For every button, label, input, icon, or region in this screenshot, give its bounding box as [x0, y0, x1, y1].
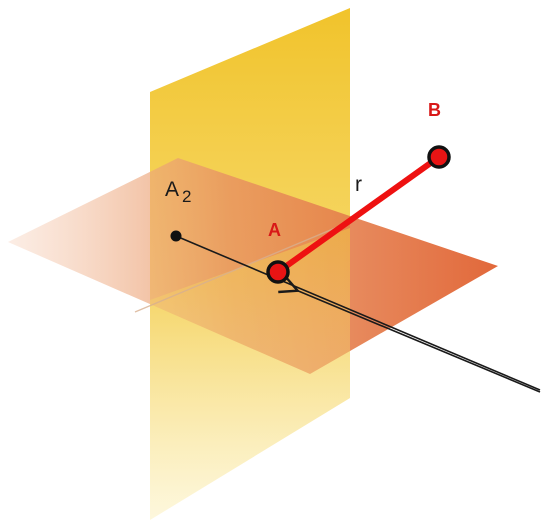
vertical-plane-front	[150, 228, 350, 520]
point-b-dot	[427, 145, 451, 169]
segment-r	[275, 154, 442, 275]
label-a: A	[268, 220, 281, 240]
point-a2-dot	[170, 230, 182, 242]
projection-ray	[175, 235, 541, 391]
label-a2-subscript: 2	[182, 187, 191, 206]
label-a2-letter: A	[165, 178, 179, 201]
label-b: B	[428, 100, 441, 120]
plane-intersection-line	[134, 225, 341, 313]
label-r: r	[355, 173, 362, 196]
view-arrow	[296, 290, 541, 393]
point-a-dot	[266, 260, 290, 284]
